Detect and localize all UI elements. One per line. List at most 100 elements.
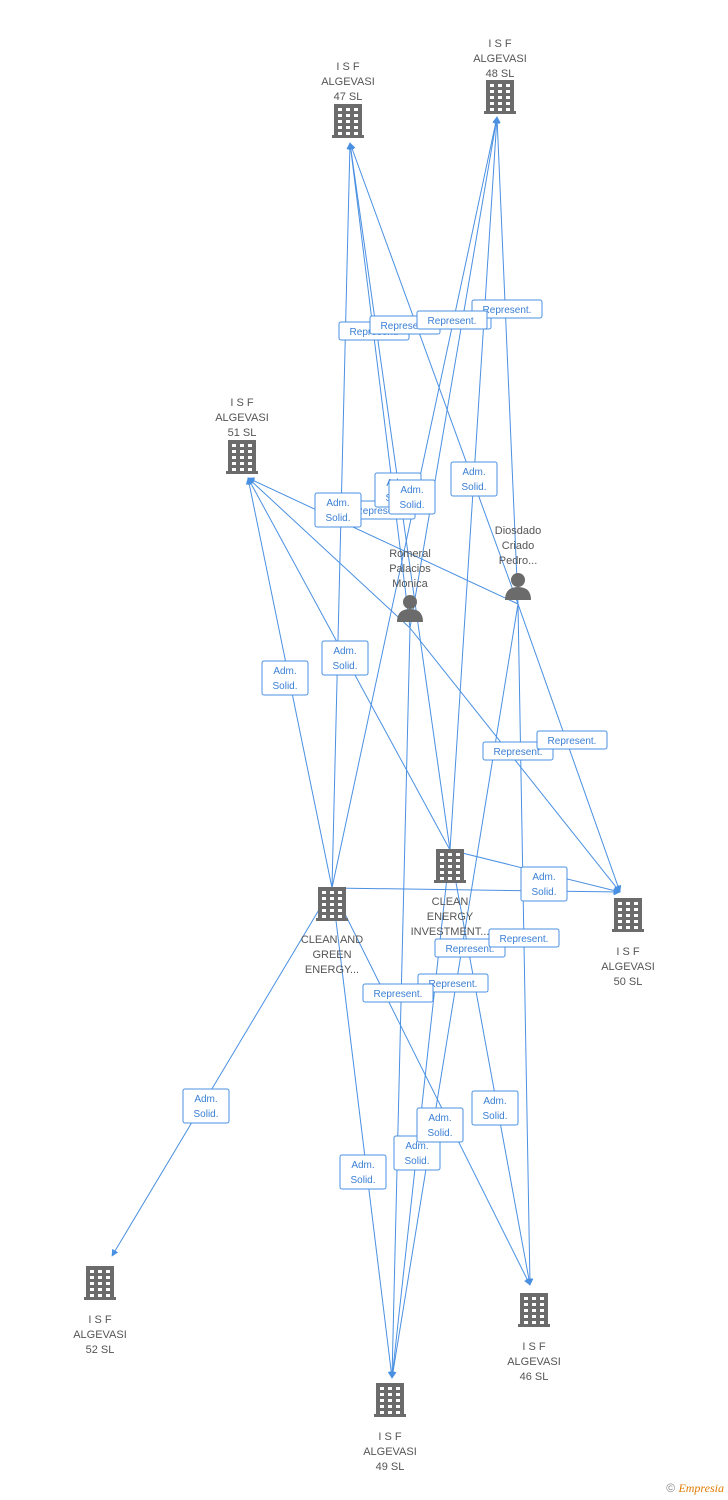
- node-label-line: ALGEVASI: [601, 961, 655, 973]
- edge-label-text: Represent.: [548, 736, 597, 747]
- edge-label-diosdado-isf47[interactable]: Adm.Solid.: [450, 461, 498, 497]
- building-icon: [374, 1383, 406, 1417]
- node-label-line: 49 SL: [376, 1461, 405, 1473]
- edge-label-text: Represent.: [483, 305, 532, 316]
- node-label-line: Monica: [392, 578, 428, 590]
- edge-label-romeral-isf50[interactable]: Represent.: [482, 741, 554, 761]
- edge-label-romeral-isf49[interactable]: Adm.Solid.: [339, 1154, 387, 1190]
- node-label-line: I S F: [230, 397, 254, 409]
- edge-label-cleangreen-isf46[interactable]: Represent.: [488, 928, 560, 948]
- edge-label-diosdado-isf48[interactable]: Represent.: [471, 299, 543, 319]
- edge-label-cleaninv-isf48[interactable]: Adm.Solid.: [388, 479, 436, 515]
- edge-label-box: [416, 310, 488, 330]
- edge-label-box: [471, 299, 543, 319]
- node-label-line: I S F: [378, 1431, 402, 1443]
- node-label-line: ALGEVASI: [73, 1329, 127, 1341]
- node-diosdado[interactable]: DiosdadoCriadoPedro...: [495, 525, 541, 600]
- node-label-line: ENERGY: [427, 911, 474, 923]
- edge-label-text: Adm.: [194, 1094, 217, 1105]
- edge-diosdado-isf51: [247, 477, 519, 605]
- edge-label-cleangreen-isf49[interactable]: Adm. Solid.: [416, 1107, 464, 1143]
- edge-label-box: [362, 983, 434, 1003]
- edge-label-diosdado-isf46[interactable]: Adm. Solid.: [471, 1090, 519, 1126]
- node-isf49[interactable]: I S F ALGEVASI 49 SL: [363, 1383, 417, 1473]
- node-label-line: I S F: [88, 1314, 112, 1326]
- node-isf48[interactable]: I S F ALGEVASI 48 SL: [473, 38, 527, 114]
- edge-label-box: [182, 1088, 230, 1124]
- edge-cleangreen-isf49: [331, 887, 395, 1379]
- building-icon: [612, 898, 644, 932]
- edge-labels-layer: Represent.Represent.Adm.Solid.Represent.…: [182, 299, 608, 1190]
- edge-label-box: [471, 1090, 519, 1126]
- edge-label-text: Solid.: [531, 887, 556, 898]
- edge-romeral-isf51: [247, 477, 411, 629]
- edge-label-cleaninv-isf51[interactable]: Adm.Solid.: [261, 660, 309, 696]
- copyright-symbol: ©: [666, 1481, 676, 1495]
- edge-label-diosdado-isf50[interactable]: Represent.: [536, 730, 608, 750]
- person-icon: [397, 595, 423, 622]
- edge-label-text: Solid.: [193, 1109, 218, 1120]
- edge-label-cleangreen-isf50[interactable]: Represent.: [362, 983, 434, 1003]
- edge-label-cleaninv-isf49[interactable]: Represent.: [417, 973, 489, 993]
- node-cleaninv[interactable]: CLEANENERGYINVESTMENT...: [411, 849, 490, 938]
- edge-label-box: [417, 973, 489, 993]
- edge-label-box: [339, 1154, 387, 1190]
- footer-brand: © Empresia: [666, 1481, 724, 1496]
- node-label-line: Palacios: [389, 563, 431, 575]
- edge-label-box: [482, 741, 554, 761]
- edge-label-text: Adm.: [405, 1141, 428, 1152]
- node-label-line: ALGEVASI: [363, 1446, 417, 1458]
- node-label-line: I S F: [336, 61, 360, 73]
- edge-label-box: [261, 660, 309, 696]
- node-label-line: 48 SL: [486, 68, 515, 80]
- edge-label-text: Adm.: [273, 666, 296, 677]
- person-icon: [505, 573, 531, 600]
- edge-label-romeral-isf51[interactable]: Adm.Solid.: [321, 640, 369, 676]
- edge-label-text: Represent.: [381, 321, 430, 332]
- edge-label-cleangreen-isf52[interactable]: Adm. Solid.: [182, 1088, 230, 1124]
- node-label-line: Pedro...: [499, 555, 538, 567]
- node-label-line: CLEAN AND: [301, 934, 363, 946]
- edge-label-text: Represent.: [446, 944, 495, 955]
- edge-cleaninv-isf46: [449, 849, 533, 1286]
- edge-label-box: [314, 492, 362, 528]
- node-label-line: Criado: [502, 540, 534, 552]
- edge-label-cleangreen-isf51[interactable]: Adm.Solid.: [314, 492, 362, 528]
- node-label-line: I S F: [488, 38, 512, 50]
- edge-label-text: Represent.: [500, 934, 549, 945]
- edge-label-cleangreen-isf48[interactable]: Represent.: [416, 310, 488, 330]
- edge-label-text: Solid.: [350, 1175, 375, 1186]
- edge-label-text: Solid.: [404, 1156, 429, 1167]
- edge-label-text: Adm.: [333, 646, 356, 657]
- node-label-line: 46 SL: [520, 1371, 549, 1383]
- building-icon: [226, 440, 258, 474]
- edge-label-text: Solid.: [427, 1128, 452, 1139]
- edge-label-cleaninv-isf50[interactable]: Adm.Solid.: [520, 866, 568, 902]
- edge-label-text: Adm.: [428, 1113, 451, 1124]
- node-label-line: ALGEVASI: [215, 412, 269, 424]
- node-label-line: ALGEVASI: [507, 1356, 561, 1368]
- node-label-line: ALGEVASI: [473, 53, 527, 65]
- building-icon: [84, 1266, 116, 1300]
- edge-label-text: Solid.: [482, 1111, 507, 1122]
- node-label-line: Diosdado: [495, 525, 541, 537]
- building-icon: [484, 80, 516, 114]
- building-icon: [434, 849, 466, 883]
- edge-label-cleaninv-isf46[interactable]: Represent.: [434, 938, 506, 958]
- node-label-line: 47 SL: [334, 91, 363, 103]
- node-label-line: GREEN: [312, 949, 351, 961]
- edge-cleangreen-isf46: [331, 887, 531, 1286]
- node-cleangreen[interactable]: CLEAN ANDGREENENERGY...: [301, 887, 363, 976]
- edge-label-box: [488, 928, 560, 948]
- edge-label-text: Represent.: [374, 989, 423, 1000]
- edge-label-text: Adm.: [483, 1096, 506, 1107]
- edge-label-box: [520, 866, 568, 902]
- edge-label-text: Represent.: [429, 979, 478, 990]
